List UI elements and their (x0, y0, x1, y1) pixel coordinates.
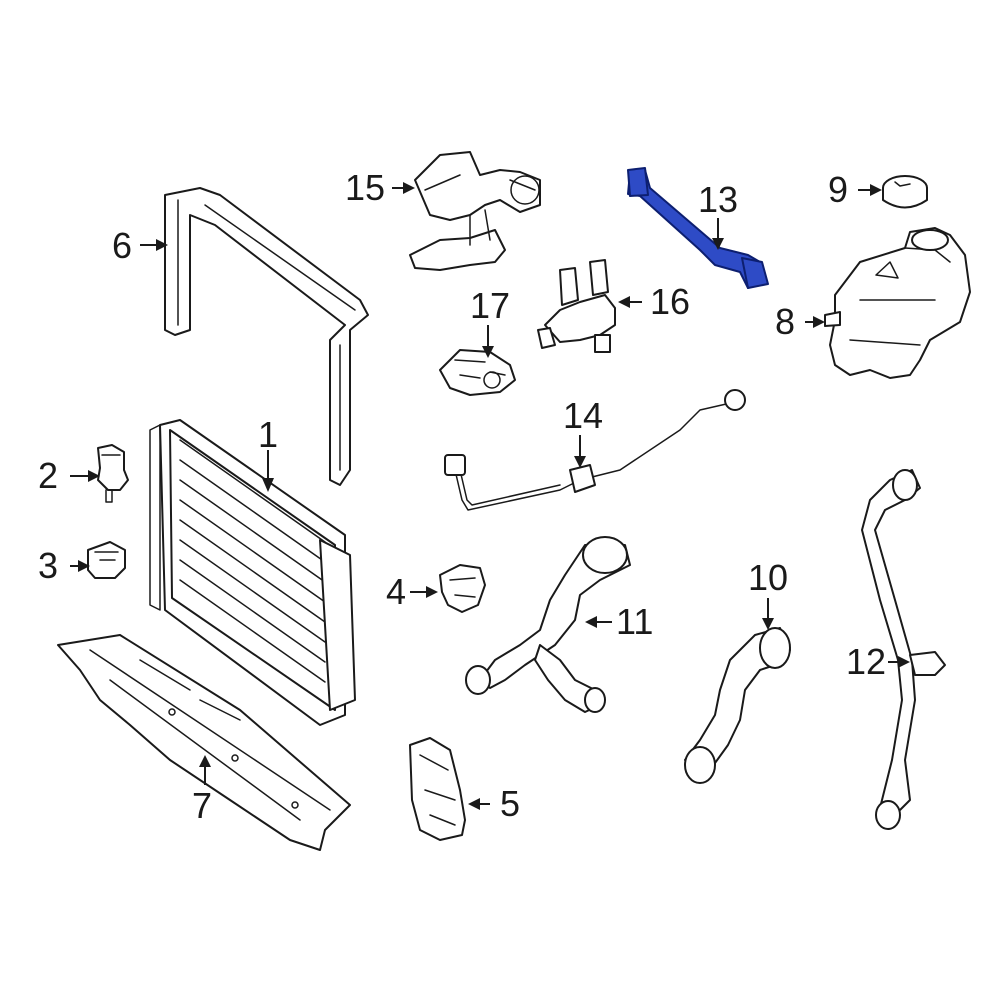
callout-16: 16 (650, 281, 690, 322)
callout-8: 8 (775, 301, 795, 342)
leaders (70, 182, 910, 810)
callout-labels: 1 2 3 4 5 6 7 8 9 10 11 12 13 14 15 16 1… (38, 167, 886, 826)
part-17-sensor[interactable] (439, 349, 516, 396)
part-5-bracket[interactable] (409, 737, 466, 841)
callout-13: 13 (698, 179, 738, 220)
callout-15: 15 (345, 167, 385, 208)
part-6-radiator-support[interactable] (164, 187, 369, 486)
part-8-expansion-tank[interactable] (824, 227, 971, 379)
part-14-sensor-cable[interactable] (444, 389, 746, 511)
part-7-air-deflector[interactable] (57, 634, 351, 851)
part-10-hose[interactable] (684, 627, 791, 784)
part-3-bracket[interactable] (87, 541, 126, 579)
callout-1: 1 (258, 414, 278, 455)
callout-17: 17 (470, 285, 510, 326)
part-16-valve[interactable] (537, 259, 616, 353)
part-15-pipe-assembly[interactable] (409, 151, 541, 271)
part-4-bracket[interactable] (439, 564, 486, 613)
part-1-radiator[interactable] (149, 419, 356, 726)
callout-6: 6 (112, 225, 132, 266)
part-12-long-hose[interactable] (861, 469, 946, 830)
callout-2: 2 (38, 455, 58, 496)
part-13-coolant-hose[interactable] (627, 167, 769, 289)
part-9-reservoir-cap[interactable] (882, 175, 928, 209)
callout-10: 10 (748, 557, 788, 598)
part-2-clip[interactable] (97, 444, 129, 503)
callout-5: 5 (500, 783, 520, 824)
callout-11: 11 (616, 601, 653, 642)
callout-7: 7 (192, 785, 212, 826)
callout-12: 12 (846, 641, 886, 682)
part-11-y-hose[interactable] (465, 536, 631, 713)
callout-4: 4 (386, 571, 406, 612)
callout-9: 9 (828, 169, 848, 210)
callout-3: 3 (38, 545, 58, 586)
callout-14: 14 (563, 395, 603, 436)
